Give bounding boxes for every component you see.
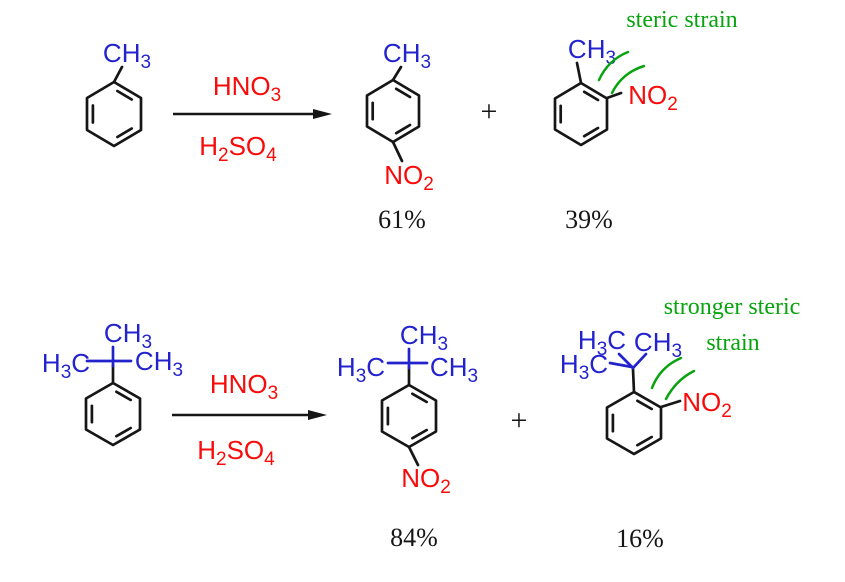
nitro-label: NO2 bbox=[384, 160, 434, 195]
bond-ring-to-nitro bbox=[659, 399, 682, 409]
arrow-head bbox=[308, 410, 327, 420]
bond-ring-to-tbu bbox=[631, 367, 636, 394]
yield-label: 39% bbox=[565, 205, 613, 234]
bond-ring-to-nitro bbox=[407, 445, 420, 467]
molecule-ortho-nitrotoluene: steric strain CH3 NO2 39% bbox=[553, 7, 738, 234]
plus-sign: + bbox=[511, 404, 528, 437]
arrow-head bbox=[313, 109, 332, 119]
benzene-ring bbox=[553, 81, 609, 147]
molecule-tert-butylbenzene: CH3 H3C CH3 bbox=[42, 318, 183, 447]
benzene-ring-path bbox=[84, 381, 142, 447]
molecule-ortho-nitro-tert-butylbenzene: stronger steric strain H3C CH3 H3C NO2 1… bbox=[560, 294, 800, 553]
nitro-label: NO2 bbox=[682, 387, 732, 422]
tbu-bond-left bbox=[608, 361, 634, 369]
bond-ring-to-nitro bbox=[391, 140, 404, 163]
steric-strain-arc bbox=[664, 369, 696, 401]
benzene-ring bbox=[365, 78, 421, 144]
tbu-methyl-right-label: CH3 bbox=[430, 352, 478, 387]
benzene-ring-path bbox=[380, 383, 438, 449]
steric-strain-annotation: steric strain bbox=[626, 7, 737, 33]
yield-label: 84% bbox=[390, 523, 438, 552]
tbu-methyl-top-right-label: CH3 bbox=[634, 327, 682, 362]
benzene-ring-path bbox=[605, 390, 663, 456]
nitro-label: NO2 bbox=[401, 463, 451, 498]
benzene-ring bbox=[605, 390, 663, 456]
methyl-label: CH3 bbox=[383, 38, 431, 73]
tbu-bond-upright bbox=[631, 352, 648, 370]
stronger-steric-strain-annotation-line2: strain bbox=[706, 330, 759, 356]
tbu-methyl-top-label: CH3 bbox=[400, 320, 448, 355]
nitro-label: NO2 bbox=[628, 80, 678, 115]
benzene-ring-path bbox=[365, 78, 421, 144]
reagent-hno3-label: HNO3 bbox=[210, 369, 278, 404]
steric-strain-arc bbox=[597, 50, 630, 82]
yield-label: 16% bbox=[616, 524, 664, 553]
bond-ring-to-methyl bbox=[112, 65, 124, 84]
methyl-label: CH3 bbox=[103, 38, 151, 73]
yield-label: 61% bbox=[378, 205, 426, 234]
tbu-methyl-mid-left-label: H3C bbox=[560, 349, 608, 384]
steric-strain-arc bbox=[650, 356, 683, 390]
reagent-h2so4-label: H2SO4 bbox=[199, 131, 277, 166]
reaction-arrow-2: HNO3 H2SO4 bbox=[172, 369, 327, 470]
plus-sign: + bbox=[481, 95, 498, 128]
bond-ring-to-methyl bbox=[391, 65, 403, 82]
bond-ring-to-nitro bbox=[605, 91, 623, 100]
reaction-arrow-1: HNO3 H2SO4 bbox=[173, 71, 332, 166]
methyl-label: CH3 bbox=[568, 34, 616, 69]
reagent-hno3-label: HNO3 bbox=[213, 71, 281, 106]
molecule-para-nitrotoluene: CH3 NO2 61% bbox=[365, 38, 434, 234]
molecule-para-nitro-tert-butylbenzene: CH3 H3C CH3 NO2 84% bbox=[337, 320, 478, 552]
molecule-toluene: CH3 bbox=[85, 38, 151, 148]
tbu-methyl-left-label: H3C bbox=[42, 348, 90, 383]
tbu-methyl-top-label: CH3 bbox=[104, 318, 152, 353]
tbu-methyl-top-left-label: H3C bbox=[578, 325, 626, 360]
benzene-ring bbox=[84, 381, 142, 447]
benzene-ring-path bbox=[553, 81, 609, 147]
steric-strain-arc bbox=[610, 64, 646, 95]
benzene-ring bbox=[380, 383, 438, 449]
tbu-methyl-right-label: CH3 bbox=[135, 346, 183, 381]
bond-ring-to-methyl bbox=[575, 61, 583, 85]
reagent-h2so4-label: H2SO4 bbox=[197, 435, 275, 470]
benzene-ring-path bbox=[85, 80, 143, 148]
benzene-ring bbox=[85, 80, 143, 148]
tbu-methyl-left-label: H3C bbox=[337, 352, 385, 387]
stronger-steric-strain-annotation-line1: stronger steric bbox=[664, 294, 801, 320]
